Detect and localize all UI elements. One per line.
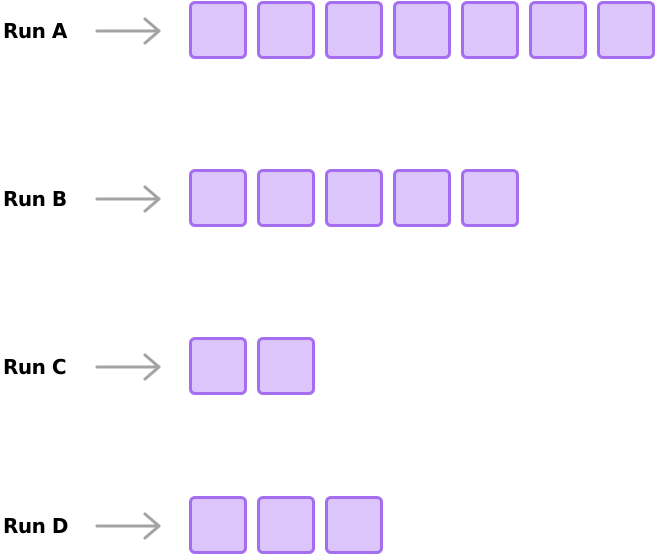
arrow-right-icon (95, 353, 161, 381)
run-block (325, 496, 383, 554)
run-row: Run B (0, 169, 656, 229)
run-block (189, 169, 247, 227)
run-label: Run B (3, 187, 67, 211)
run-blocks (189, 169, 519, 229)
run-blocks (189, 1, 655, 61)
run-label: Run D (3, 514, 68, 538)
run-row: Run D (0, 496, 656, 556)
arrow-right-icon (95, 185, 161, 213)
run-block (257, 1, 315, 59)
run-label: Run A (3, 19, 67, 43)
run-block (597, 1, 655, 59)
run-blocks (189, 337, 315, 397)
run-row: Run C (0, 337, 656, 397)
run-block (189, 1, 247, 59)
run-block (189, 337, 247, 395)
run-row: Run A (0, 1, 656, 61)
run-block (257, 337, 315, 395)
run-block (257, 496, 315, 554)
arrow-right-icon (95, 512, 161, 540)
run-block (257, 169, 315, 227)
arrow-right-icon (95, 17, 161, 45)
run-block (393, 169, 451, 227)
run-block (393, 1, 451, 59)
run-block (325, 169, 383, 227)
run-block (189, 496, 247, 554)
run-block (529, 1, 587, 59)
run-label: Run C (3, 355, 67, 379)
run-block (461, 169, 519, 227)
run-block (461, 1, 519, 59)
run-blocks (189, 496, 383, 556)
run-block (325, 1, 383, 59)
